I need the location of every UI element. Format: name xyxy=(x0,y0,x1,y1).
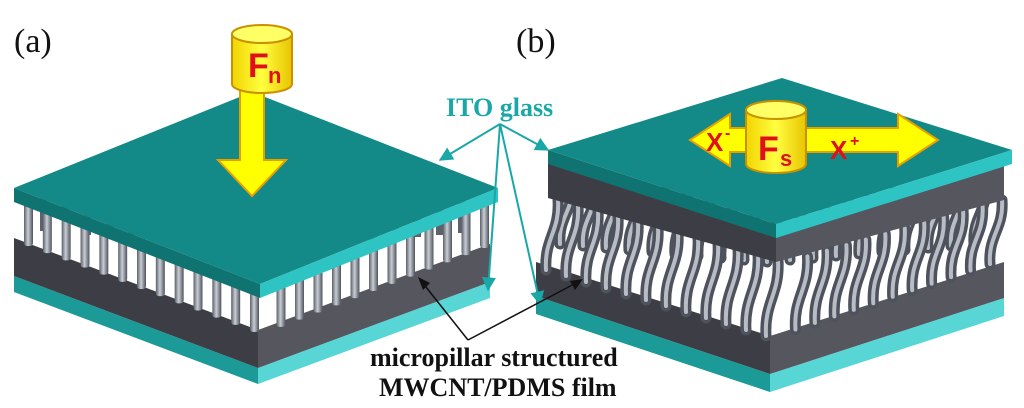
ito-pointer-line xyxy=(438,123,501,161)
film-label-line-1: micropillar structured xyxy=(370,343,618,372)
film-label-line-2: MWCNT/PDMS film xyxy=(379,373,617,402)
bent-micropillar-highlight xyxy=(929,214,946,286)
shear-force-label: F xyxy=(758,130,779,168)
bent-micropillar-highlight xyxy=(968,203,985,273)
bent-micropillar-highlight xyxy=(851,237,868,312)
micropillar xyxy=(137,245,146,289)
normal-force-subscript: n xyxy=(268,63,281,88)
bent-micropillar-highlight xyxy=(543,198,561,272)
micropillar xyxy=(250,290,259,332)
film-pointer-line xyxy=(467,281,579,341)
panel-a-label: (a) xyxy=(14,23,52,60)
x-minus-label: X xyxy=(706,127,724,157)
micropillar xyxy=(276,284,286,327)
panel-b-bottom-ito-glass xyxy=(536,296,1004,392)
ito-pointer-line xyxy=(499,123,550,151)
x-plus-superscript: + xyxy=(850,133,859,150)
micropillar xyxy=(231,282,241,325)
ito-pointer-line xyxy=(499,123,545,306)
ito-glass-label: ITO glass xyxy=(446,93,553,122)
ito-glass-callout: ITO glass xyxy=(438,93,553,306)
x-plus-label: X xyxy=(830,135,848,165)
micropillar xyxy=(193,267,203,311)
micropillar xyxy=(313,268,323,313)
micropillar xyxy=(155,252,165,297)
bent-micropillar-highlight xyxy=(563,203,581,278)
shear-double-arrow: X - X + xyxy=(688,112,940,168)
bent-micropillar-highlight xyxy=(643,225,661,302)
micropillar xyxy=(406,229,415,277)
bent-micropillar-highlight xyxy=(871,231,888,306)
micropillar xyxy=(42,207,52,254)
micropillar xyxy=(61,215,71,261)
bent-micropillar-highlight xyxy=(763,258,781,338)
micropillar xyxy=(480,198,489,248)
micropillar xyxy=(424,221,434,270)
normal-force-label: F xyxy=(248,47,269,85)
normal-force-arrow xyxy=(215,87,289,198)
film-pointer-line xyxy=(421,281,469,341)
bent-micropillar-highlight xyxy=(743,252,761,332)
micropillar xyxy=(118,237,128,282)
bent-micropillar-highlight xyxy=(683,236,701,314)
micropillar xyxy=(99,230,109,275)
micropillar xyxy=(461,205,471,256)
bent-micropillar-highlight xyxy=(793,254,810,332)
bent-micropillar-highlight xyxy=(832,243,849,319)
bent-micropillar-highlight xyxy=(987,198,1005,266)
panel-a: (a) F n xyxy=(14,23,498,384)
panel-b-top-film-layer xyxy=(548,162,1004,262)
film-pointer-head xyxy=(570,279,583,290)
micropillar xyxy=(295,276,304,320)
panel-b: (b) X - X + xyxy=(516,23,1012,392)
panel-a-bottom-ito-glass xyxy=(14,276,490,384)
micropillar xyxy=(80,222,90,268)
film-callout: micropillar structured MWCNT/PDMS film xyxy=(370,277,618,402)
micropillar xyxy=(350,252,360,299)
bent-micropillar-highlight xyxy=(812,248,830,325)
bent-micropillar-highlight xyxy=(910,220,927,293)
panel-b-label: (b) xyxy=(516,23,556,60)
bent-micropillar-highlight xyxy=(583,208,601,284)
panel-b-bottom-film-layer xyxy=(536,262,1004,374)
shear-force-cylinder: F s xyxy=(745,100,807,174)
normal-force-cylinder: F n xyxy=(231,24,293,94)
shear-force-subscript: s xyxy=(780,146,792,171)
micropillar xyxy=(332,260,341,306)
bent-micropillar-highlight xyxy=(663,230,681,308)
bent-micropillar-highlight xyxy=(623,219,641,296)
bent-micropillar-highlight xyxy=(890,226,907,299)
micropillar xyxy=(369,245,378,291)
micropillar xyxy=(212,275,222,318)
bent-micropillar-highlight xyxy=(703,241,721,320)
x-minus-superscript: - xyxy=(725,125,730,142)
bent-micropillar-highlight xyxy=(603,214,621,290)
bent-micropillar-highlight xyxy=(723,247,741,326)
ito-pointer-line xyxy=(481,123,501,292)
micropillar xyxy=(387,237,397,284)
panel-a-bottom-film-layer xyxy=(14,238,490,368)
micropillar xyxy=(174,260,184,304)
bent-micropillar-highlight xyxy=(949,209,966,280)
film-pointer-head xyxy=(418,277,430,290)
micropillar xyxy=(443,213,452,263)
micropillar xyxy=(24,200,33,246)
